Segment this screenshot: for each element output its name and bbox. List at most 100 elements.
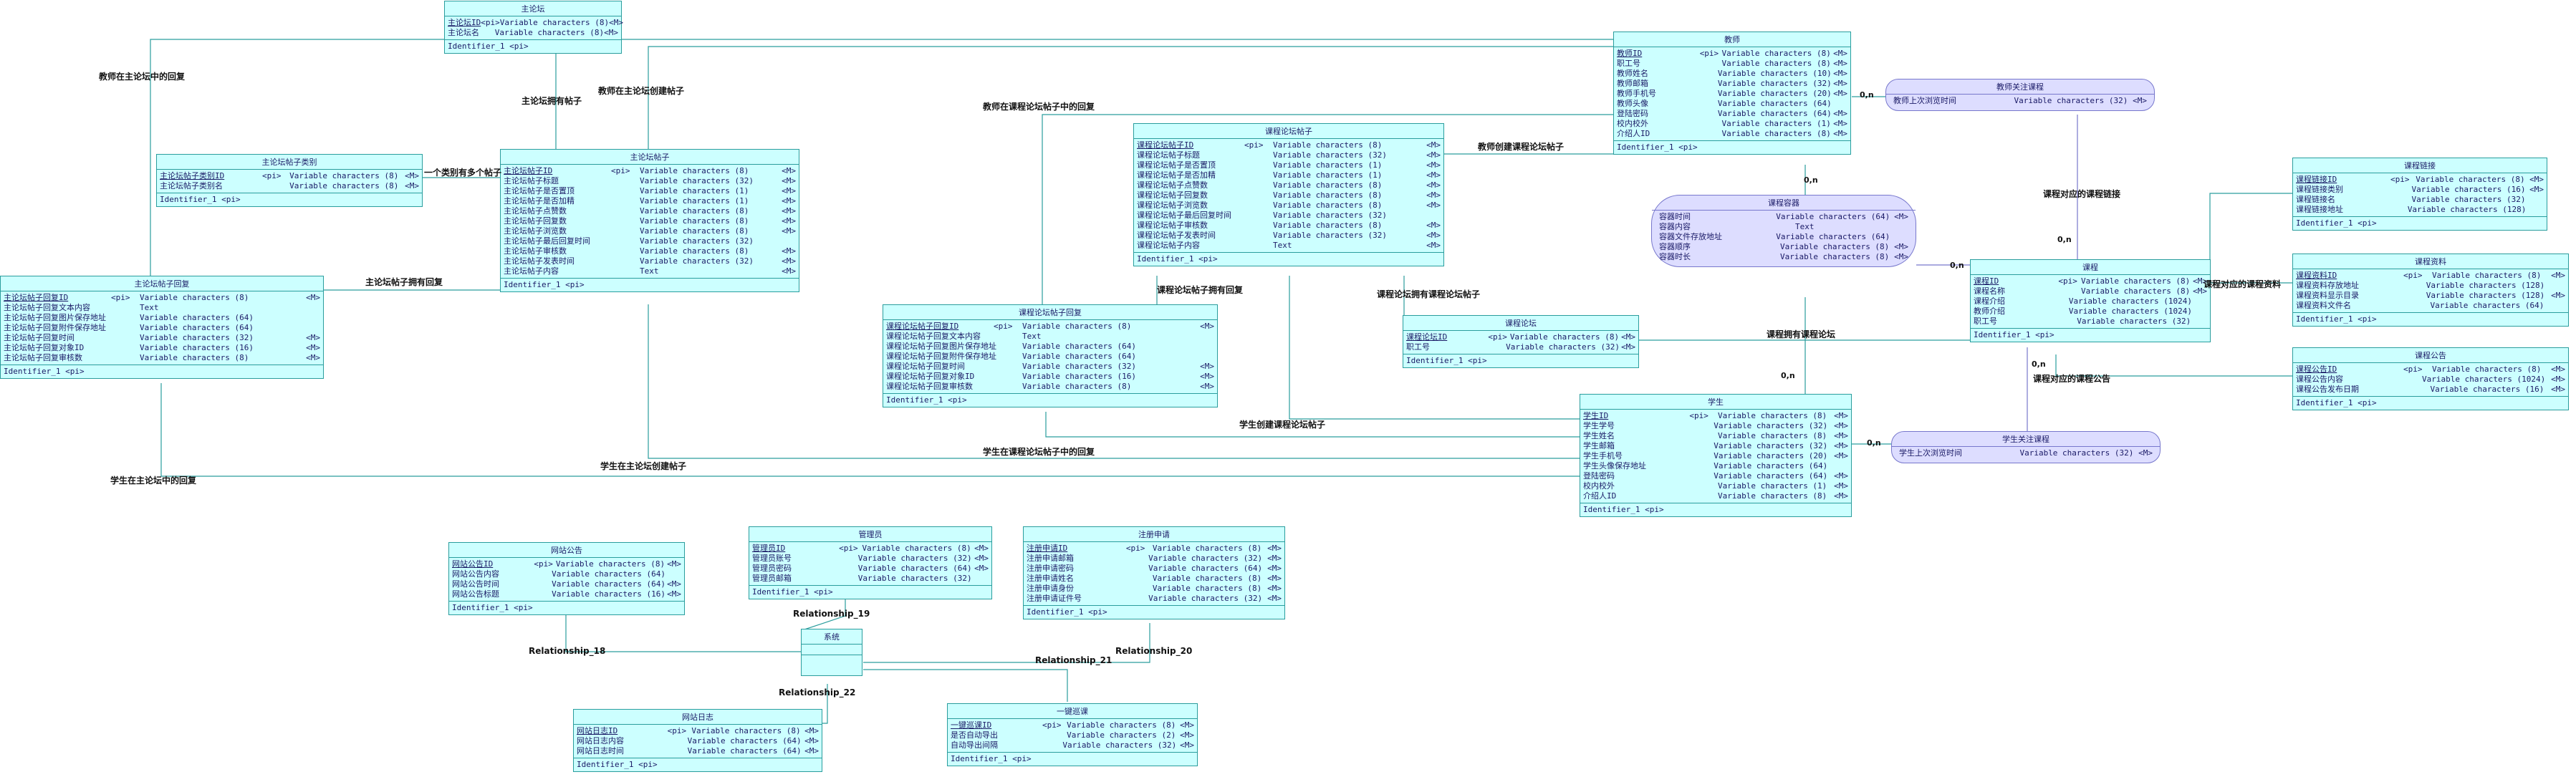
attribute-mandatory bbox=[1419, 211, 1441, 221]
entity-course-post[interactable]: 课程论坛帖子 课程论坛帖子ID<pi>Variable characters (… bbox=[1133, 123, 1444, 266]
entity-site-notice[interactable]: 网站公告 网站公告ID<pi>Variable characters (8)<M… bbox=[448, 542, 685, 615]
entity-course-forum[interactable]: 课程论坛 课程论坛ID<pi>Variable characters (8)<M… bbox=[1403, 315, 1639, 368]
attribute-type: Variable characters (8) bbox=[1022, 322, 1132, 331]
attribute-mandatory: <M> bbox=[1834, 411, 1848, 420]
attribute-name: 主论坛帖子回复对象ID bbox=[4, 343, 85, 352]
entity-topic-post[interactable]: 主论坛帖子 主论坛帖子ID<pi>Variable characters (8)… bbox=[500, 149, 799, 292]
attribute-type: Variable characters (64) bbox=[857, 564, 972, 573]
attribute-name: 主论坛帖子是否加精 bbox=[504, 196, 575, 206]
entity-course-link[interactable]: 课程链接 课程链接ID<pi>Variable characters (8)<M… bbox=[2292, 158, 2547, 231]
attribute-key-flag: <pi> bbox=[1699, 49, 1719, 58]
entity-register-apply[interactable]: 注册申请 注册申请ID<pi>Variable characters (8)<M… bbox=[1023, 526, 1285, 619]
entity-course-notice[interactable]: 课程公告 课程公告ID<pi>Variable characters (8)<M… bbox=[2292, 347, 2569, 410]
attribute-name: 课程论坛帖子回复附件保存地址 bbox=[886, 352, 996, 361]
attribute-key-flag bbox=[1700, 59, 1722, 69]
attribute-name: 管理员密码 bbox=[752, 564, 792, 573]
entity-title: 网站日志 bbox=[574, 710, 822, 725]
entity-site-log[interactable]: 网站日志 网站日志ID<pi>Variable characters (8)<M… bbox=[573, 709, 822, 772]
entity-course-material[interactable]: 课程资料 课程资料ID<pi>Variable characters (8)<M… bbox=[2292, 254, 2569, 327]
rel-label-forum-owns-post: 课程论坛拥有课程论坛帖子 bbox=[1377, 289, 1481, 299]
attribute-type: Text bbox=[1795, 222, 1815, 231]
attribute-type: Variable characters (8) bbox=[1273, 180, 1383, 190]
attribute-name: 课程论坛帖子发表时间 bbox=[1137, 231, 1216, 240]
entity-course[interactable]: 课程 课程ID<pi>Variable characters (8)<M>课程名… bbox=[1970, 259, 2211, 342]
attribute-key-flag bbox=[1485, 342, 1506, 352]
attribute-name: 课程论坛帖子回复对象ID bbox=[886, 372, 975, 381]
entity-student[interactable]: 学生 学生ID<pi>Variable characters (8)<M>学生学… bbox=[1580, 394, 1852, 517]
attribute-list: 管理员ID<pi>Variable characters (8)<M>管理员账号… bbox=[749, 542, 991, 586]
attribute-mandatory: <M> bbox=[1833, 109, 1847, 118]
attribute-type: Variable characters (8) bbox=[1721, 129, 1831, 138]
attribute-list: 课程论坛帖子回复ID<pi>Variable characters (8)<M>… bbox=[883, 320, 1217, 394]
attribute-mandatory: <M> bbox=[1426, 201, 1441, 210]
attribute-key-flag bbox=[1126, 584, 1153, 594]
entity-oneclick-patrol[interactable]: 一键巡课 一键巡课ID<pi>Variable characters (8)<M… bbox=[947, 703, 1198, 766]
attribute-key-flag bbox=[2398, 291, 2426, 301]
entity-system[interactable]: 系统 bbox=[801, 629, 862, 676]
attribute-mandatory: <M> bbox=[1426, 241, 1441, 250]
attribute-key-flag bbox=[2398, 281, 2426, 291]
entity-topic-reply[interactable]: 主论坛帖子回复 主论坛帖子回复ID<pi>Variable characters… bbox=[0, 276, 324, 379]
attribute-row: 课程资料ID<pi>Variable characters (8)<M> bbox=[2296, 271, 2565, 281]
attribute-type: Variable characters (8) bbox=[140, 293, 249, 302]
entity-topic-type[interactable]: 主论坛帖子类别 主论坛帖子类别ID<pi>Variable characters… bbox=[156, 154, 423, 207]
entity-course-reply[interactable]: 课程论坛帖子回复 课程论坛帖子回复ID<pi>Variable characte… bbox=[883, 304, 1218, 407]
attribute-row: 课程论坛帖子ID<pi>Variable characters (8)<M> bbox=[1137, 140, 1441, 150]
attribute-mandatory: <M> bbox=[1833, 69, 1847, 78]
attribute-mandatory: <M> bbox=[1267, 544, 1282, 553]
attribute-key-flag: <pi> bbox=[839, 544, 858, 553]
attribute-name: 主论坛帖子标题 bbox=[504, 176, 559, 185]
rel-label-course-post-owns-reply: 课程论坛帖子拥有回复 bbox=[1157, 285, 1244, 295]
rel-label-post-owns-reply: 主论坛帖子拥有回复 bbox=[365, 277, 443, 287]
attribute-type: Variable characters (2) bbox=[1067, 730, 1176, 740]
attribute-mandatory: <M> bbox=[782, 246, 796, 256]
attribute-key-flag bbox=[611, 176, 640, 186]
rel-label-course-notice: 课程对应的课程公告 bbox=[2033, 374, 2111, 384]
attribute-key-flag bbox=[1244, 180, 1273, 190]
attribute-type: Variable characters (32) bbox=[2014, 96, 2128, 105]
attribute-mandatory bbox=[1832, 99, 1847, 109]
entity-title: 课程论坛帖子 bbox=[1134, 124, 1443, 139]
attribute-key-flag bbox=[611, 206, 640, 216]
attribute-name: 课程论坛帖子回复数 bbox=[1137, 190, 1208, 200]
attribute-key-flag: <pi> bbox=[111, 293, 130, 302]
attribute-mandatory: <M> bbox=[782, 186, 796, 196]
attribute-type: Variable characters (1) bbox=[1721, 119, 1831, 128]
attribute-mandatory: <M> bbox=[1834, 481, 1848, 491]
attribute-type: Variable characters (32) bbox=[1022, 362, 1136, 371]
attribute-mandatory bbox=[972, 574, 989, 584]
attribute-mandatory: <M> bbox=[1833, 79, 1847, 88]
entity-title: 学生关注课程 bbox=[1892, 432, 2160, 447]
rel-label-teacher-create-course-post: 教师创建课程论坛帖子 bbox=[1478, 142, 1565, 152]
attribute-name: 课程链接地址 bbox=[2296, 205, 2343, 214]
attribute-type: Text bbox=[1273, 241, 1292, 250]
entity-teacher[interactable]: 教师 教师ID<pi>Variable characters (8)<M>职工号… bbox=[1613, 32, 1851, 155]
identifier: Identifier_1 <pi> bbox=[1027, 607, 1107, 617]
attribute-name: 自动导出间隔 bbox=[951, 740, 998, 750]
attribute-type: Variable characters (32) bbox=[1717, 79, 1832, 88]
attribute-mandatory bbox=[665, 569, 681, 579]
attribute-mandatory: <M> bbox=[2551, 291, 2565, 300]
attribute-name: 是否自动导出 bbox=[951, 730, 998, 740]
attribute-type: Variable characters (8) bbox=[2080, 286, 2191, 296]
attribute-name: 课程公告内容 bbox=[2296, 375, 2343, 384]
entity-admin[interactable]: 管理员 管理员ID<pi>Variable characters (8)<M>管… bbox=[749, 526, 992, 599]
rel-label-teacher-create-topic: 教师在主论坛创建帖子 bbox=[598, 86, 685, 96]
attribute-name: 主论坛帖子发表时间 bbox=[504, 256, 575, 266]
entity-topic[interactable]: 主论坛 主论坛ID<pi>Variable characters (8)<M>主… bbox=[444, 1, 623, 54]
attribute-name: 教师姓名 bbox=[1617, 69, 1648, 78]
attribute-row: 课程链接ID<pi>Variable characters (8)<M> bbox=[2296, 175, 2544, 185]
